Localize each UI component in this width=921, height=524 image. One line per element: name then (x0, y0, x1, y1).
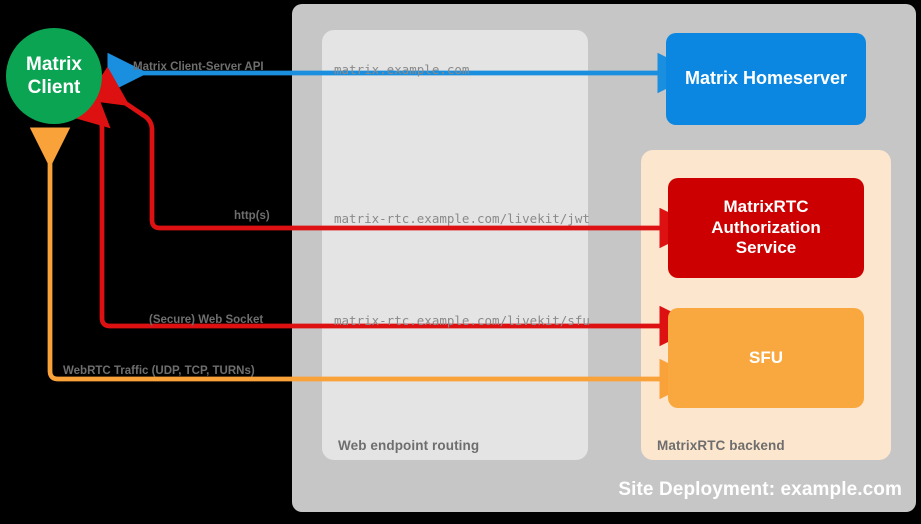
node-sfu[interactable]: SFU (668, 308, 864, 408)
matrixrtc-backend-caption: MatrixRTC backend (657, 438, 785, 453)
web-endpoint-routing-caption: Web endpoint routing (338, 438, 480, 453)
node-sfu-label: SFU (749, 347, 783, 367)
edge-label-webrtc-traffic: WebRTC Traffic (UDP, TCP, TURNs) (63, 365, 255, 377)
endpoint-url-matrix: matrix.example.com (334, 62, 470, 77)
edge-webrtc-traffic (29, 127, 700, 400)
endpoint-url-jwt: matrix-rtc.example.com/livekit/jwt (334, 211, 590, 226)
node-matrix-homeserver-label: Matrix Homeserver (684, 68, 848, 89)
edge-https-jwt (84, 66, 700, 249)
node-matrix-homeserver[interactable]: Matrix Homeserver (666, 33, 866, 125)
edge-label-https: http(s) (234, 210, 270, 222)
web-endpoint-routing-container (322, 30, 588, 460)
site-deployment-caption: Site Deployment: example.com (618, 479, 902, 500)
endpoint-url-sfu: matrix-rtc.example.com/livekit/sfu (334, 313, 590, 328)
edge-label-matrix-client-server-api: Matrix Client-Server API (133, 61, 264, 73)
edge-secure-websocket (66, 86, 700, 347)
edge-label-secure-websocket: (Secure) Web Socket (149, 314, 264, 326)
